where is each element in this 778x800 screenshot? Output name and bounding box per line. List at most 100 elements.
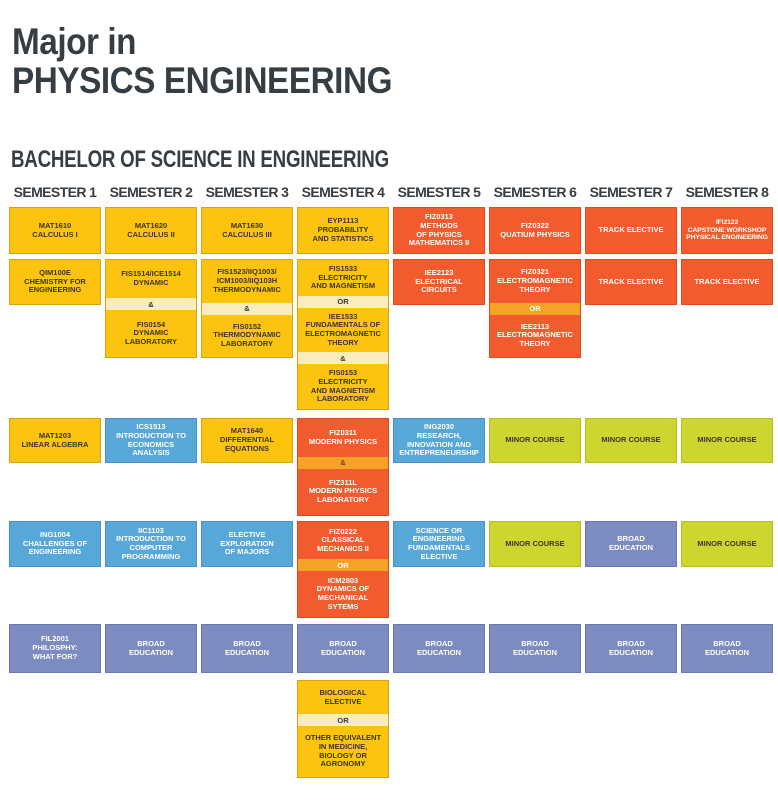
course-box: QIM100E CHEMISTRY FOR ENGINEERING bbox=[9, 259, 101, 305]
course-box: BROAD EDUCATION bbox=[585, 521, 677, 567]
course-segment: MAT1610 CALCULUS I bbox=[32, 220, 78, 239]
course-box: FIS1514/ICE1514 DYNAMIC & FIS0154 DYNAMIC … bbox=[105, 259, 197, 358]
semester-column: SEMESTER 2 MAT1620 CALCULUS II FIS1514/ICE… bbox=[105, 181, 197, 778]
course-box: MAT1640 DIFFERENTIAL EQUATIONS bbox=[201, 418, 293, 463]
course-segment: BROAD EDUCATION bbox=[416, 638, 462, 657]
course-box: BROAD EDUCATION bbox=[585, 624, 677, 673]
course-box: ELECTIVE EXPLORATION OF MAJORS bbox=[201, 521, 293, 567]
course-segment: FIL2001 PHILOSPHY: WHAT FOR? bbox=[32, 634, 78, 661]
course-box: FIL2001 PHILOSPHY: WHAT FOR? bbox=[9, 624, 101, 673]
course-box: EYP1113 PROBABILITY AND STATISTICS bbox=[297, 207, 389, 254]
semester-header: SEMESTER 4 bbox=[301, 184, 385, 200]
course-segment: BROAD EDUCATION bbox=[320, 638, 366, 657]
course-segment: SCIENCE OR ENGINEERING FUNDAMENTALS ELEC… bbox=[408, 525, 470, 561]
course-box: FIZ0322 QUATIUM PHYSICS bbox=[489, 207, 581, 254]
section-separator: OR bbox=[298, 295, 388, 308]
course-segment: EYP1113 PROBABILITY AND STATISTICS bbox=[312, 216, 374, 243]
course-segment: ICS1513 INTRODUCTION TO ECONOMICS ANALYS… bbox=[116, 422, 186, 458]
semester-column: SEMESTER 6 FIZ0322 QUATIUM PHYSICS FIZ0321… bbox=[489, 181, 581, 778]
course-segment: MINOR COURSE bbox=[697, 435, 757, 445]
course-segment: IEE2113 ELECTROMAGNETIC THEORY bbox=[497, 321, 573, 349]
semester-column: SEMESTER 3 MAT1630 CALCULUS III FIS1523/II… bbox=[201, 181, 293, 778]
course-segment: BROAD EDUCATION bbox=[608, 638, 654, 657]
course-segment: FIZ0311 MODERN PHYSICS bbox=[308, 428, 378, 446]
curriculum-grid: SEMESTER 1 MAT1610 CALCULUS I QIM100E CHEM… bbox=[9, 181, 773, 778]
section-separator: & bbox=[106, 298, 196, 311]
course-segment: IEE2123 ELECTRICAL CIRCUITS bbox=[415, 267, 463, 295]
course-segment: FIS0154 DYNAMIC LABORATORY bbox=[125, 319, 177, 346]
course-segment: BIOLOGICAL ELECTIVE bbox=[319, 687, 367, 706]
course-segment: IEE1533 FUNDAMENTALS OF ELECTROMAGNETIC … bbox=[305, 311, 381, 347]
section-separator: OR bbox=[298, 559, 388, 572]
course-box: TRACK ELECTIVE bbox=[681, 259, 773, 305]
semester-header: SEMESTER 7 bbox=[589, 184, 673, 200]
semester-header: SEMESTER 6 bbox=[493, 184, 577, 200]
page-title-line1: Major in bbox=[12, 21, 137, 62]
semester-header: SEMESTER 2 bbox=[109, 184, 193, 200]
course-segment: ING2030 RESEARCH, INNOVATION AND ENTREPR… bbox=[399, 422, 479, 458]
course-segment: MAT1640 DIFFERENTIAL EQUATIONS bbox=[219, 426, 275, 453]
semester-column: SEMESTER 7 TRACK ELECTIVE TRACK ELECTIVE MI… bbox=[585, 181, 677, 778]
course-segment: TRACK ELECTIVE bbox=[598, 225, 664, 235]
course-box: SCIENCE OR ENGINEERING FUNDAMENTALS ELEC… bbox=[393, 521, 485, 567]
semester-column: SEMESTER 1 MAT1610 CALCULUS I QIM100E CHEM… bbox=[9, 181, 101, 778]
course-segment: FIZ0322 QUATIUM PHYSICS bbox=[500, 220, 570, 239]
course-segment: MINOR COURSE bbox=[697, 538, 757, 548]
course-box: MINOR COURSE bbox=[585, 418, 677, 463]
course-box: MINOR COURSE bbox=[681, 418, 773, 463]
course-box: ING2030 RESEARCH, INNOVATION AND ENTREPR… bbox=[393, 418, 485, 463]
course-segment: TRACK ELECTIVE bbox=[694, 276, 760, 286]
course-segment: MINOR COURSE bbox=[505, 435, 565, 445]
course-box: BROAD EDUCATION bbox=[681, 624, 773, 673]
course-segment: FIZ0222 CLASSICAL MECHANICS II bbox=[317, 526, 369, 553]
course-segment: BROAD EDUCATION bbox=[224, 638, 270, 657]
course-box: BROAD EDUCATION bbox=[201, 624, 293, 673]
course-segment: BROAD EDUCATION bbox=[608, 534, 654, 552]
section-separator: & bbox=[202, 302, 292, 315]
course-box: BROAD EDUCATION bbox=[105, 624, 197, 673]
course-segment: MAT1620 CALCULUS II bbox=[127, 220, 175, 239]
semester-column: SEMESTER 5 FIZ0313 METHODS OF PHYSICS MAT… bbox=[393, 181, 485, 778]
course-segment: MINOR COURSE bbox=[601, 435, 661, 445]
course-segment: FIS0152 THERMODYNAMIC LABORATORY bbox=[213, 321, 281, 349]
course-segment: FIS1523/IIQ1003/ ICM1003/IIQ103H THERMOD… bbox=[213, 267, 281, 294]
course-box: MINOR COURSE bbox=[489, 521, 581, 567]
course-segment: FIZ0313 METHODS OF PHYSICS MATHEMATICS I… bbox=[408, 212, 470, 248]
course-segment: OTHER EQUIVALENT IN MEDICINE, BIOLOGY OR… bbox=[304, 733, 382, 769]
semester-header: SEMESTER 8 bbox=[685, 184, 769, 200]
course-box: IIC1103 INTRODUCTION TO COMPUTER PROGRAM… bbox=[105, 521, 197, 567]
course-box: BROAD EDUCATION bbox=[489, 624, 581, 673]
section-separator: OR bbox=[490, 302, 580, 315]
course-segment: TRACK ELECTIVE bbox=[598, 276, 664, 286]
section-separator: OR bbox=[298, 714, 388, 727]
degree-subtitle: BACHELOR OF SCIENCE IN ENGINEERING bbox=[11, 146, 389, 173]
course-segment: QIM100E CHEMISTRY FOR ENGINEERING bbox=[24, 267, 86, 295]
semester-header: SEMESTER 1 bbox=[13, 184, 97, 200]
semester-column: SEMESTER 4 EYP1113 PROBABILITY AND STATIS… bbox=[297, 181, 389, 778]
course-segment: MAT1630 CALCULUS III bbox=[222, 220, 272, 239]
course-box: MAT1203 LINEAR ALGEBRA bbox=[9, 418, 101, 463]
course-segment: FIS1514/ICE1514 DYNAMIC bbox=[121, 269, 181, 288]
course-segment: ING1004 CHALLENGES OF ENGINEERING bbox=[22, 529, 88, 557]
semester-column: SEMESTER 8 IFI2122 CAPSTONE WORKSHOP PHYS… bbox=[681, 181, 773, 778]
course-box: BIOLOGICAL ELECTIVE OR OTHER EQUIVALENT IN… bbox=[297, 680, 389, 778]
semester-header: SEMESTER 5 bbox=[397, 184, 481, 200]
page-title-line2: PHYSICS ENGINEERING bbox=[12, 60, 393, 101]
semester-header: SEMESTER 3 bbox=[205, 184, 289, 200]
course-box: BROAD EDUCATION bbox=[393, 624, 485, 673]
course-box: BROAD EDUCATION bbox=[297, 624, 389, 673]
course-segment: IFI2122 CAPSTONE WORKSHOP PHYSICAL ENGIN… bbox=[686, 218, 768, 242]
course-segment: BROAD EDUCATION bbox=[704, 638, 750, 657]
course-box: MAT1630 CALCULUS III bbox=[201, 207, 293, 254]
course-box: MAT1610 CALCULUS I bbox=[9, 207, 101, 254]
course-box: MINOR COURSE bbox=[681, 521, 773, 567]
course-segment: FIS0153 ELECTRICITY AND MAGNETISM LABORA… bbox=[310, 368, 376, 404]
course-segment: BROAD EDUCATION bbox=[512, 638, 558, 657]
course-segment: MAT1203 LINEAR ALGEBRA bbox=[21, 430, 89, 449]
course-box: ING1004 CHALLENGES OF ENGINEERING bbox=[9, 521, 101, 567]
course-box: MAT1620 CALCULUS II bbox=[105, 207, 197, 254]
